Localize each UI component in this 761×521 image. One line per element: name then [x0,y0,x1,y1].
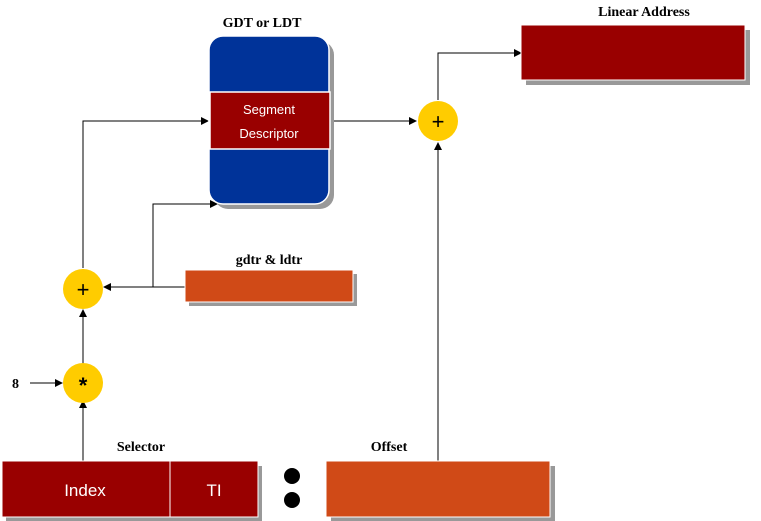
offset-register [325,460,555,521]
gdt-ldt-title: GDT or LDT [223,16,302,31]
selector-index-field [1,460,171,518]
descriptor-line1: Segment [243,102,295,117]
linear-address-box [520,24,750,85]
colon-separator [284,468,300,508]
plus-operator-left: + [63,269,103,309]
connector-arrows [30,49,522,462]
selector-ti-label: TI [206,481,221,500]
descriptor-line2: Descriptor [239,126,299,141]
selector-title: Selector [117,440,165,455]
arrow-plus-to-linear-address [437,49,522,100]
gdtr-ldtr-register [184,269,357,306]
plus-symbol-top: + [432,109,445,134]
multiply-symbol: * [79,373,88,398]
segment-descriptor-box [209,91,331,150]
plus-symbol-left: + [77,277,90,302]
multiply-operator: * [63,363,103,403]
gdtr-ldtr-title: gdtr & ldtr [236,253,303,268]
selector-index-label: Index [64,481,106,500]
offset-title: Offset [371,440,408,455]
selector-register: Index TI [1,460,262,521]
plus-operator-top: + [418,101,458,141]
multiplier-label: 8 [12,377,19,392]
linear-address-title: Linear Address [598,5,690,20]
arrow-plus-to-descriptor [82,117,209,268]
arrow-gdtr-to-table [152,200,218,287]
gdt-ldt-table: Segment Descriptor [208,35,334,209]
selector-ti-field [169,460,259,518]
